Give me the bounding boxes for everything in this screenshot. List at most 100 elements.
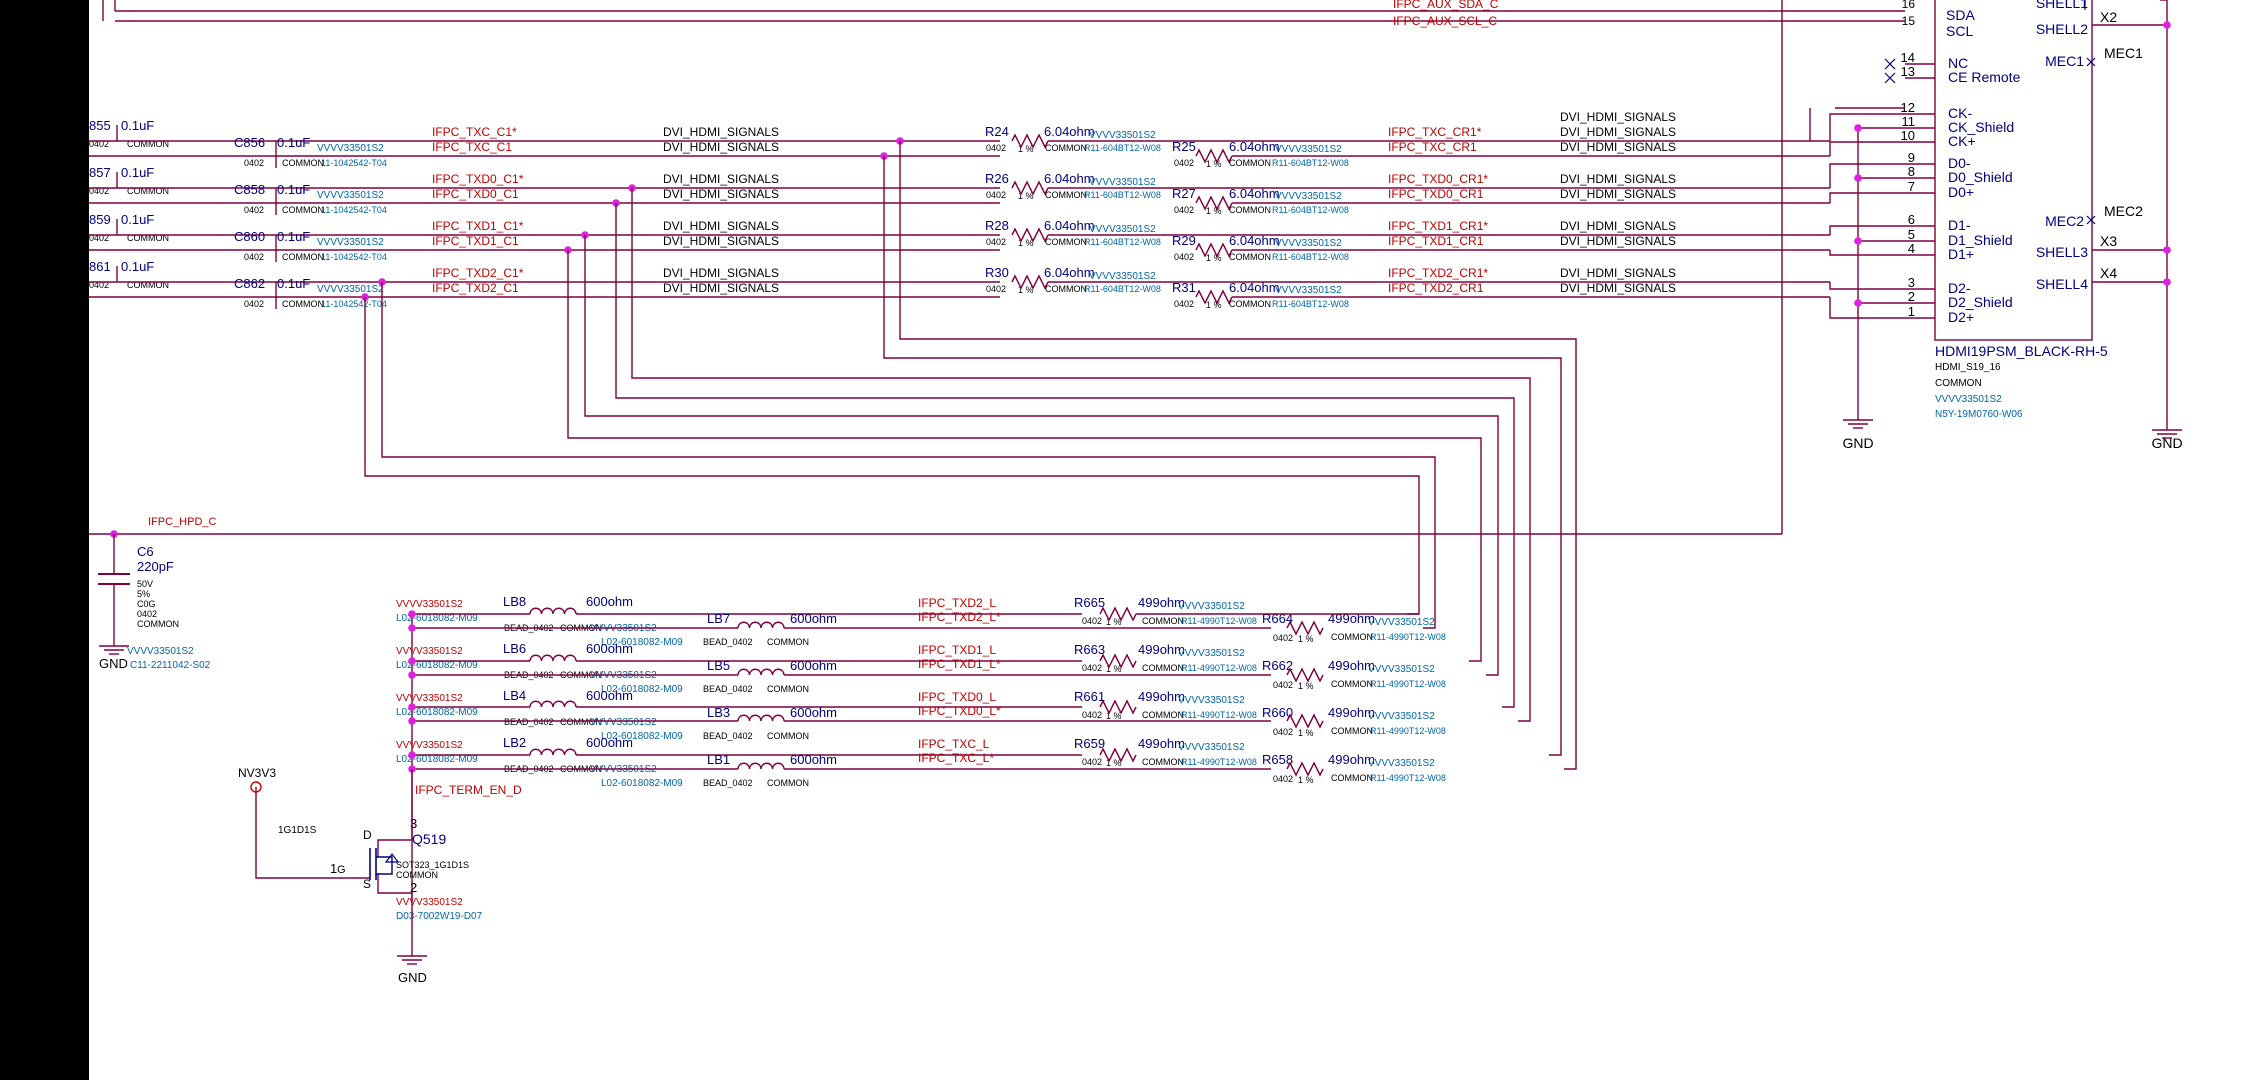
- bead-b-val-2: 600ohm: [790, 705, 837, 720]
- ser-p-pkg-3: 0402: [1174, 299, 1194, 309]
- series-resistor-p-3: [1195, 289, 1233, 305]
- term-resistor-a-1: [1099, 653, 1137, 669]
- cap-right-ref-3: C862: [234, 276, 265, 291]
- connector-pin-name-6: D1-: [1948, 217, 1971, 233]
- term-res-b-pn-0: R11-4990T12-W08: [1370, 632, 1446, 642]
- term-res-a-ref-1: R663: [1074, 642, 1105, 657]
- net-label-n-3: IFPC_TXD2_C1*: [432, 266, 524, 280]
- pin-num-16: 16: [1902, 0, 1916, 11]
- bus-label-a-1: DVI_HDMI_SIGNALS: [663, 172, 779, 186]
- bus-label-d-3: DVI_HDMI_SIGNALS: [1560, 281, 1676, 295]
- cap-right-val-2: 0.1uF: [277, 229, 310, 244]
- term-net-n-2: IFPC_TXD0_L: [918, 690, 996, 704]
- cap-vendor-3: VVVV33501S2: [317, 284, 384, 295]
- connector-pin-name-5: D1_Shield: [1948, 232, 2013, 248]
- bus-label-c-2: DVI_HDMI_SIGNALS: [1560, 219, 1676, 233]
- ser-p-tol-2: 1 %: [1206, 253, 1222, 263]
- term-res-b-pn-2: R11-4990T12-W08: [1370, 726, 1446, 736]
- term-res-b-pkg-0: 0402: [1273, 633, 1293, 643]
- bead-a-ref-1: LB6: [503, 641, 526, 656]
- ser-p-vendor-1: VVVV33501S2: [1275, 191, 1342, 202]
- net-label-n-2: IFPC_TXD1_C1*: [432, 219, 524, 233]
- ser-p-common-2: COMMON: [1229, 252, 1271, 262]
- ser-p-pkg-0: 0402: [1174, 158, 1194, 168]
- hpd-cap-spec-2: C0G: [137, 599, 156, 609]
- ser-n-pn-2: R11-604BT12-W08: [1084, 237, 1161, 247]
- wire-return-7: [364, 297, 1420, 615]
- term-res-a-common-1: COMMON: [1142, 663, 1184, 673]
- connector-pin-name-9: D0-: [1948, 155, 1971, 171]
- ser-p-pkg-1: 0402: [1174, 205, 1194, 215]
- connector-pin-num-3: 3: [1908, 275, 1915, 290]
- bead-vendor-1: VVVV33501S2: [396, 646, 463, 657]
- bead-b-3: [737, 762, 785, 770]
- cap-left-val-1: 0.1uF: [121, 165, 154, 180]
- series-resistor-n-0: [1011, 133, 1049, 149]
- cap-left-common-1: COMMON: [127, 186, 169, 196]
- fet-lbl-s: S: [363, 877, 371, 891]
- wire-return-0: [899, 141, 1577, 770]
- bead-a-val-0: 600ohm: [586, 594, 633, 609]
- gnd-label-shell: GND: [2151, 435, 2182, 451]
- ser-p-tol-3: 1 %: [1206, 300, 1222, 310]
- cap-pn-2: 11-1042542-T04: [321, 252, 387, 262]
- term-net-n-1: IFPC_TXD1_L: [918, 643, 996, 657]
- bead-b-pkg-3: BEAD_0402: [703, 778, 753, 788]
- bead-vendor-0: VVVV33501S2: [396, 599, 463, 610]
- bead-b-common-2: COMMON: [767, 731, 809, 741]
- ser-n-ref-1: R26: [985, 171, 1009, 186]
- wire-return-5: [567, 250, 1482, 662]
- wire-return-4: [584, 235, 1499, 676]
- term-net-p-3: IFPC_TXC_L*: [918, 751, 994, 765]
- ser-n-common-3: COMMON: [1045, 284, 1087, 294]
- connector-pn: N5Y-19M0760-W06: [1935, 409, 2023, 420]
- cap-left-ref-1: 857: [89, 165, 111, 180]
- cap-left-pkg-3: 0402: [89, 280, 109, 290]
- ser-p-ref-0: R25: [1172, 139, 1196, 154]
- cap-right-val-1: 0.1uF: [277, 182, 310, 197]
- term-res-a-vendor-0: VVVV33501S2: [1178, 601, 1245, 612]
- term-res-b-pn-1: R11-4990T12-W08: [1370, 679, 1446, 689]
- ser-p-val-2: 6.04ohm: [1229, 233, 1280, 248]
- ser-n-ref-0: R24: [985, 124, 1009, 139]
- term-res-a-pkg-0: 0402: [1082, 616, 1102, 626]
- term-res-a-ref-2: R661: [1074, 689, 1105, 704]
- connector-pin-name-8: D0_Shield: [1948, 169, 2013, 185]
- cap-left-val-3: 0.1uF: [121, 259, 154, 274]
- term-res-a-pn-1: R11-4990T12-W08: [1181, 663, 1257, 673]
- bus-label-c-3: DVI_HDMI_SIGNALS: [1560, 266, 1676, 280]
- connector-pin-name-10: CK+: [1948, 133, 1976, 149]
- wire-fet-source: [377, 874, 413, 956]
- wire-jog-n-2: [1829, 225, 1905, 235]
- term-net-p-1: IFPC_TXD1_L*: [918, 657, 1001, 671]
- term-res-a-val-2: 499ohm: [1138, 689, 1185, 704]
- net-mec1: MEC1: [2104, 45, 2143, 61]
- term-res-a-ref-3: R659: [1074, 736, 1105, 751]
- cap-left-pkg-2: 0402: [89, 233, 109, 243]
- term-res-a-val-0: 499ohm: [1138, 595, 1185, 610]
- out-label-n-3: IFPC_TXD2_CR1*: [1388, 266, 1488, 280]
- bead-a-val-2: 600ohm: [586, 688, 633, 703]
- net-label-n-1: IFPC_TXD0_C1*: [432, 172, 524, 186]
- cap-right-pkg-2: 0402: [244, 252, 264, 262]
- connector-pin-num-7: 7: [1908, 179, 1915, 194]
- cap-right-val-0: 0.1uF: [277, 135, 310, 150]
- hpd-cap-ref: C6: [137, 544, 154, 559]
- ser-n-val-1: 6.04ohm: [1044, 171, 1095, 186]
- cap-vendor-0: VVVV33501S2: [317, 143, 384, 154]
- connector-pin-name-12: CK-: [1948, 105, 1972, 121]
- bead-a-val-3: 600ohm: [586, 735, 633, 750]
- nc-mark-mec2: [2086, 215, 2096, 225]
- hpd-cap-spec-0: 50V: [137, 579, 153, 589]
- term-net-n-3: IFPC_TXC_L: [918, 737, 990, 751]
- hpd-cap-spec-3: 0402: [137, 609, 157, 619]
- ser-p-tol-1: 1 %: [1206, 206, 1222, 216]
- bead-b-pn-2: L02-6018082-M09: [601, 731, 683, 742]
- cap-left-pkg-1: 0402: [89, 186, 109, 196]
- junction-shell3: [2163, 246, 2171, 254]
- connector-pin-name-14: NC: [1948, 55, 1968, 71]
- pin-shell1: SHELL1: [2036, 0, 2088, 11]
- series-resistor-n-2: [1011, 227, 1049, 243]
